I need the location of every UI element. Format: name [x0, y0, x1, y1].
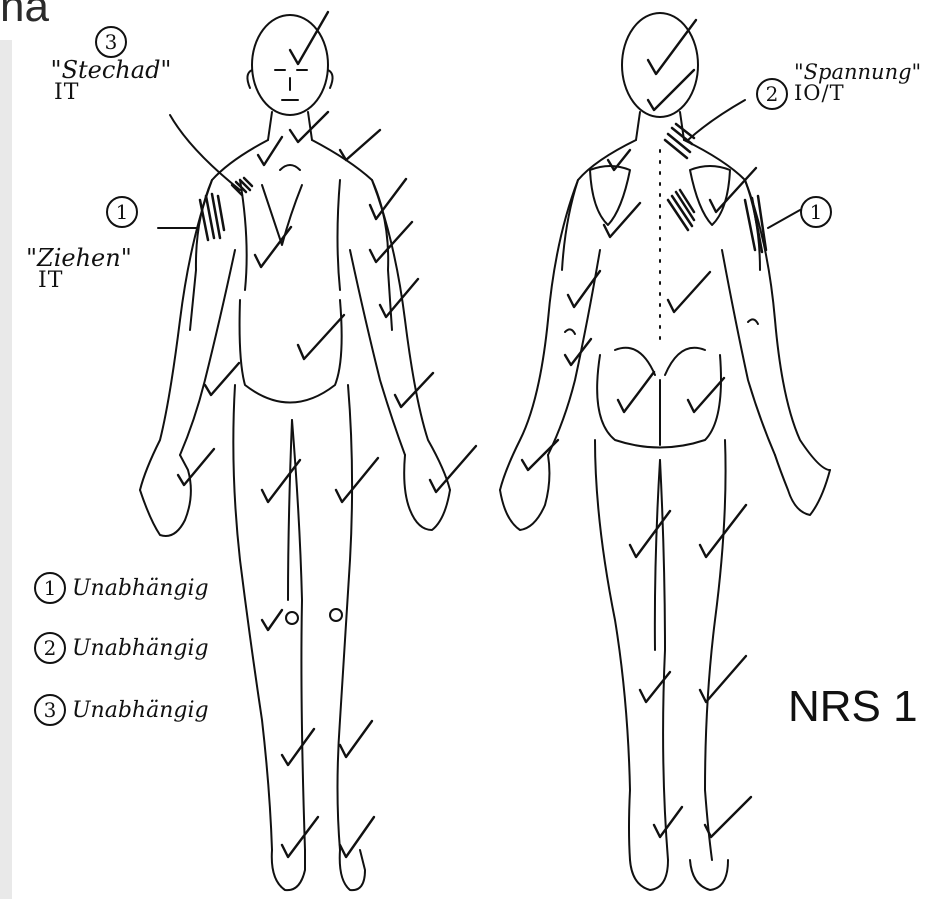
annotation-leaders: [158, 100, 800, 228]
annotation-stechad: 3 "Stechad" IT: [36, 26, 186, 104]
legend-item: 2 Unabhängig: [34, 632, 209, 664]
front-body-outline: [140, 15, 450, 890]
back-body-outline: [500, 13, 830, 890]
legend-item: 1 Unabhängig: [34, 572, 209, 604]
annotation-number-badge: 1: [800, 196, 832, 228]
legend-number-badge: 2: [34, 632, 66, 664]
annotation-number-badge: 1: [106, 196, 138, 228]
legend-item: 3 Unabhängig: [34, 694, 209, 726]
legend-label: Unabhängig: [72, 698, 209, 723]
annotation-code: IT: [26, 270, 186, 292]
annotation-number-badge: 3: [95, 26, 127, 58]
annotation-quote: "Spannung": [794, 62, 921, 83]
nrs-score-label: NRS 1: [788, 682, 918, 732]
legend-number-badge: 3: [34, 694, 66, 726]
annotation-number-badge: 2: [756, 78, 788, 110]
annotation-code: IO/T: [794, 83, 921, 104]
annotation-quote: "Stechad": [36, 58, 186, 82]
annotation-quote: "Ziehen": [26, 246, 186, 270]
legend-label: Unabhängig: [72, 636, 209, 661]
annotation-code: IT: [36, 82, 186, 104]
annotation-back-shoulder: 1: [800, 196, 832, 228]
back-checkmarks: [522, 20, 756, 837]
front-checkmarks: [178, 12, 476, 857]
back-hatch-neck: [665, 124, 694, 230]
annotation-ziehen: 1 "Ziehen" IT: [26, 196, 186, 292]
annotation-spannung: 2 "Spannung" IO/T: [756, 62, 946, 110]
legend-label: Unabhängig: [72, 576, 209, 601]
legend-number-badge: 1: [34, 572, 66, 604]
